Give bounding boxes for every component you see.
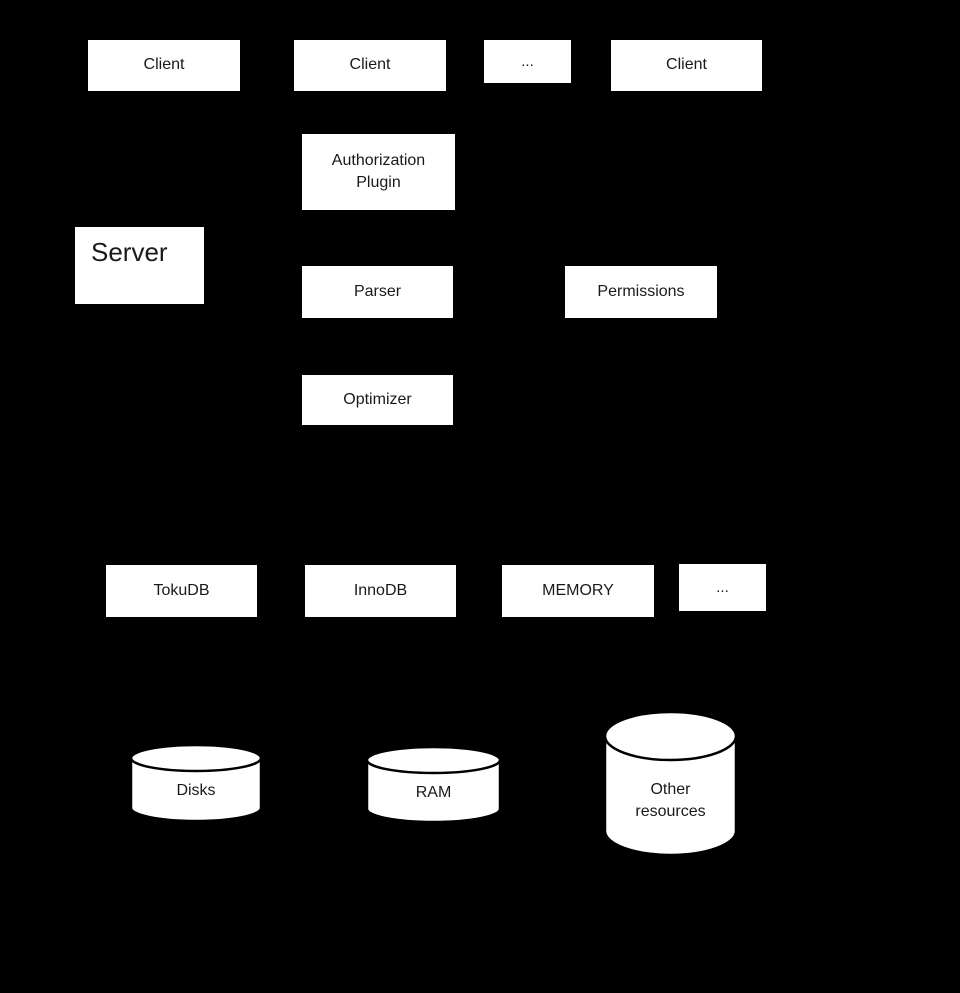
node-tokudb-label: TokuDB (153, 581, 210, 599)
node-innodb: InnoDB (305, 565, 456, 617)
node-optimizer: Optimizer (302, 375, 453, 425)
node-client-3-label: Client (666, 56, 707, 74)
node-other-resources-cylinder: Other resources (603, 710, 738, 857)
node-authorization-plugin: Authorization Plugin (302, 134, 455, 210)
node-client-2: Client (294, 40, 446, 91)
node-parser: Parser (302, 266, 453, 318)
node-server: Server (75, 227, 204, 304)
node-other-resources-label: Other resources (635, 780, 706, 820)
node-clients-ellipsis-label: ... (521, 52, 534, 70)
node-client-2-label: Client (349, 56, 391, 74)
node-memory-label: MEMORY (542, 581, 614, 599)
node-ram-label: RAM (415, 783, 452, 801)
node-memory: MEMORY (502, 565, 654, 617)
cylinder-icon (365, 745, 502, 824)
node-engines-ellipsis-label: ... (716, 578, 729, 596)
node-ram-cylinder: RAM (365, 745, 502, 824)
node-authorization-plugin-label: Authorization Plugin (331, 152, 426, 191)
node-server-label: Server (91, 237, 168, 267)
node-tokudb: TokuDB (106, 565, 257, 617)
cylinder-icon (129, 743, 263, 823)
node-client-1-label: Client (143, 56, 185, 74)
node-disks-cylinder: Disks (129, 743, 263, 823)
cylinder-icon (603, 710, 738, 857)
node-permissions-label: Permissions (597, 282, 685, 300)
node-clients-ellipsis: ... (484, 40, 571, 83)
node-engines-ellipsis: ... (679, 564, 766, 611)
node-client-3: Client (611, 40, 762, 91)
node-permissions: Permissions (565, 266, 717, 318)
node-disks-label: Disks (176, 782, 216, 799)
node-client-1: Client (88, 40, 240, 91)
node-parser-label: Parser (353, 282, 402, 300)
node-innodb-label: InnoDB (353, 581, 408, 599)
node-optimizer-label: Optimizer (343, 390, 412, 408)
